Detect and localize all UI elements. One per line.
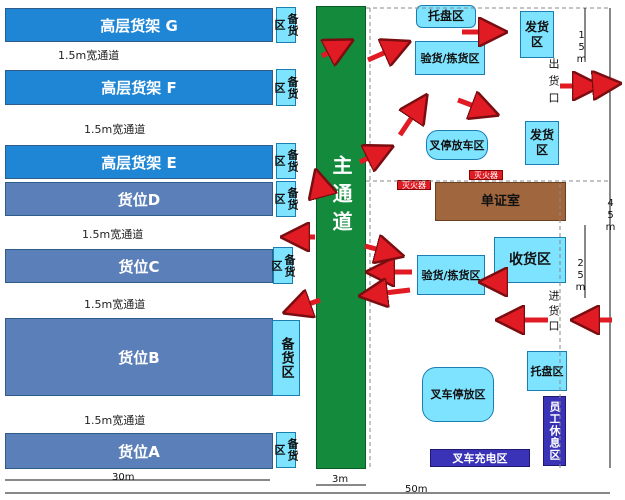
spare-zone-e: 备货区 [273,143,299,179]
rack-c-label: 货位C [118,257,160,276]
spare-zone-c: 备货区 [270,247,296,284]
dim-15m: 15m [576,30,587,66]
arrow-up-to-inspect [397,102,422,137]
arrow-inspect-bottom-left [368,290,411,295]
aisle-label-1: 1.5m宽通道 [58,49,120,62]
spare-zone-a: 备货区 [273,432,299,468]
arrow-aisle-to-inspect-top [366,45,402,60]
flow-arrows [290,32,612,320]
arrow-aisle-up [318,178,322,193]
rack-f-label: 高层货架 F [101,79,177,97]
rack-b-label: 货位B [118,348,160,367]
rack-a: 货位A [5,433,273,469]
office: 单证室 [435,182,566,221]
aisle-label-2: 1.5m宽通道 [84,123,146,136]
rack-d-label: 货位D [117,190,161,209]
dashed-walls [366,7,610,468]
arrow-to-exit-2 [584,84,612,86]
arrow-inspect-down [457,100,490,112]
rack-f: 高层货架 F [5,70,273,105]
aisle-label-4: 1.5m宽通道 [84,298,146,311]
aisle-label-3: 1.5m宽通道 [82,228,144,241]
rack-b: 货位B [5,318,273,396]
extinguisher-2: 灭火器 [469,170,503,180]
dim-30m: 30m [112,472,135,483]
rack-e-label: 高层货架 E [101,153,177,172]
pallet-zone-bottom: 托盘区 [527,351,567,391]
receive-zone: 收货区 [494,237,566,283]
rack-e: 高层货架 E [5,145,273,179]
exit-label: 出货口 [547,58,560,109]
dim-25m: 25m [575,258,586,294]
entry-label: 进货口 [547,290,560,335]
spare-zone-g: 备货区 [273,7,299,43]
ship-zone-mid: 发货区 [525,121,559,165]
dim-3m: 3m [332,474,349,485]
spare-zone-d: 备货区 [273,181,299,217]
arrow-office-to-aisle [358,150,385,162]
aisle-label-5: 1.5m宽通道 [84,414,146,427]
dim-50m: 50m [405,484,428,495]
arrow-to-spare-b [292,300,321,310]
inspect-zone-top: 验货/拣货区 [415,41,485,75]
rack-g-label: 高层货架 G [100,16,178,35]
staff-rest-zone: 员工休息区 [543,396,566,466]
spare-zone-f: 备货区 [273,69,299,106]
forklift-zone-top: 叉停放车区 [426,130,488,160]
extinguisher-1: 灭火器 [397,180,431,190]
dimension-lines [5,8,611,494]
rack-d: 货位D [5,182,273,216]
rack-a-label: 货位A [118,442,160,461]
spare-zone-b: 备货区 [272,320,300,396]
forklift-zone-bottom: 叉车停放区 [422,367,494,422]
rack-c: 货位C [5,249,273,283]
charging-zone: 叉车充电区 [430,449,530,467]
rack-g: 高层货架 G [5,8,273,42]
main-aisle [316,6,366,469]
pallet-zone-top: 托盘区 [416,5,476,28]
arrow-aisle-to-inspect-bottom [364,246,395,254]
arrow-mainaisle-to-top [322,44,345,56]
ship-zone-top: 发货区 [520,11,554,58]
